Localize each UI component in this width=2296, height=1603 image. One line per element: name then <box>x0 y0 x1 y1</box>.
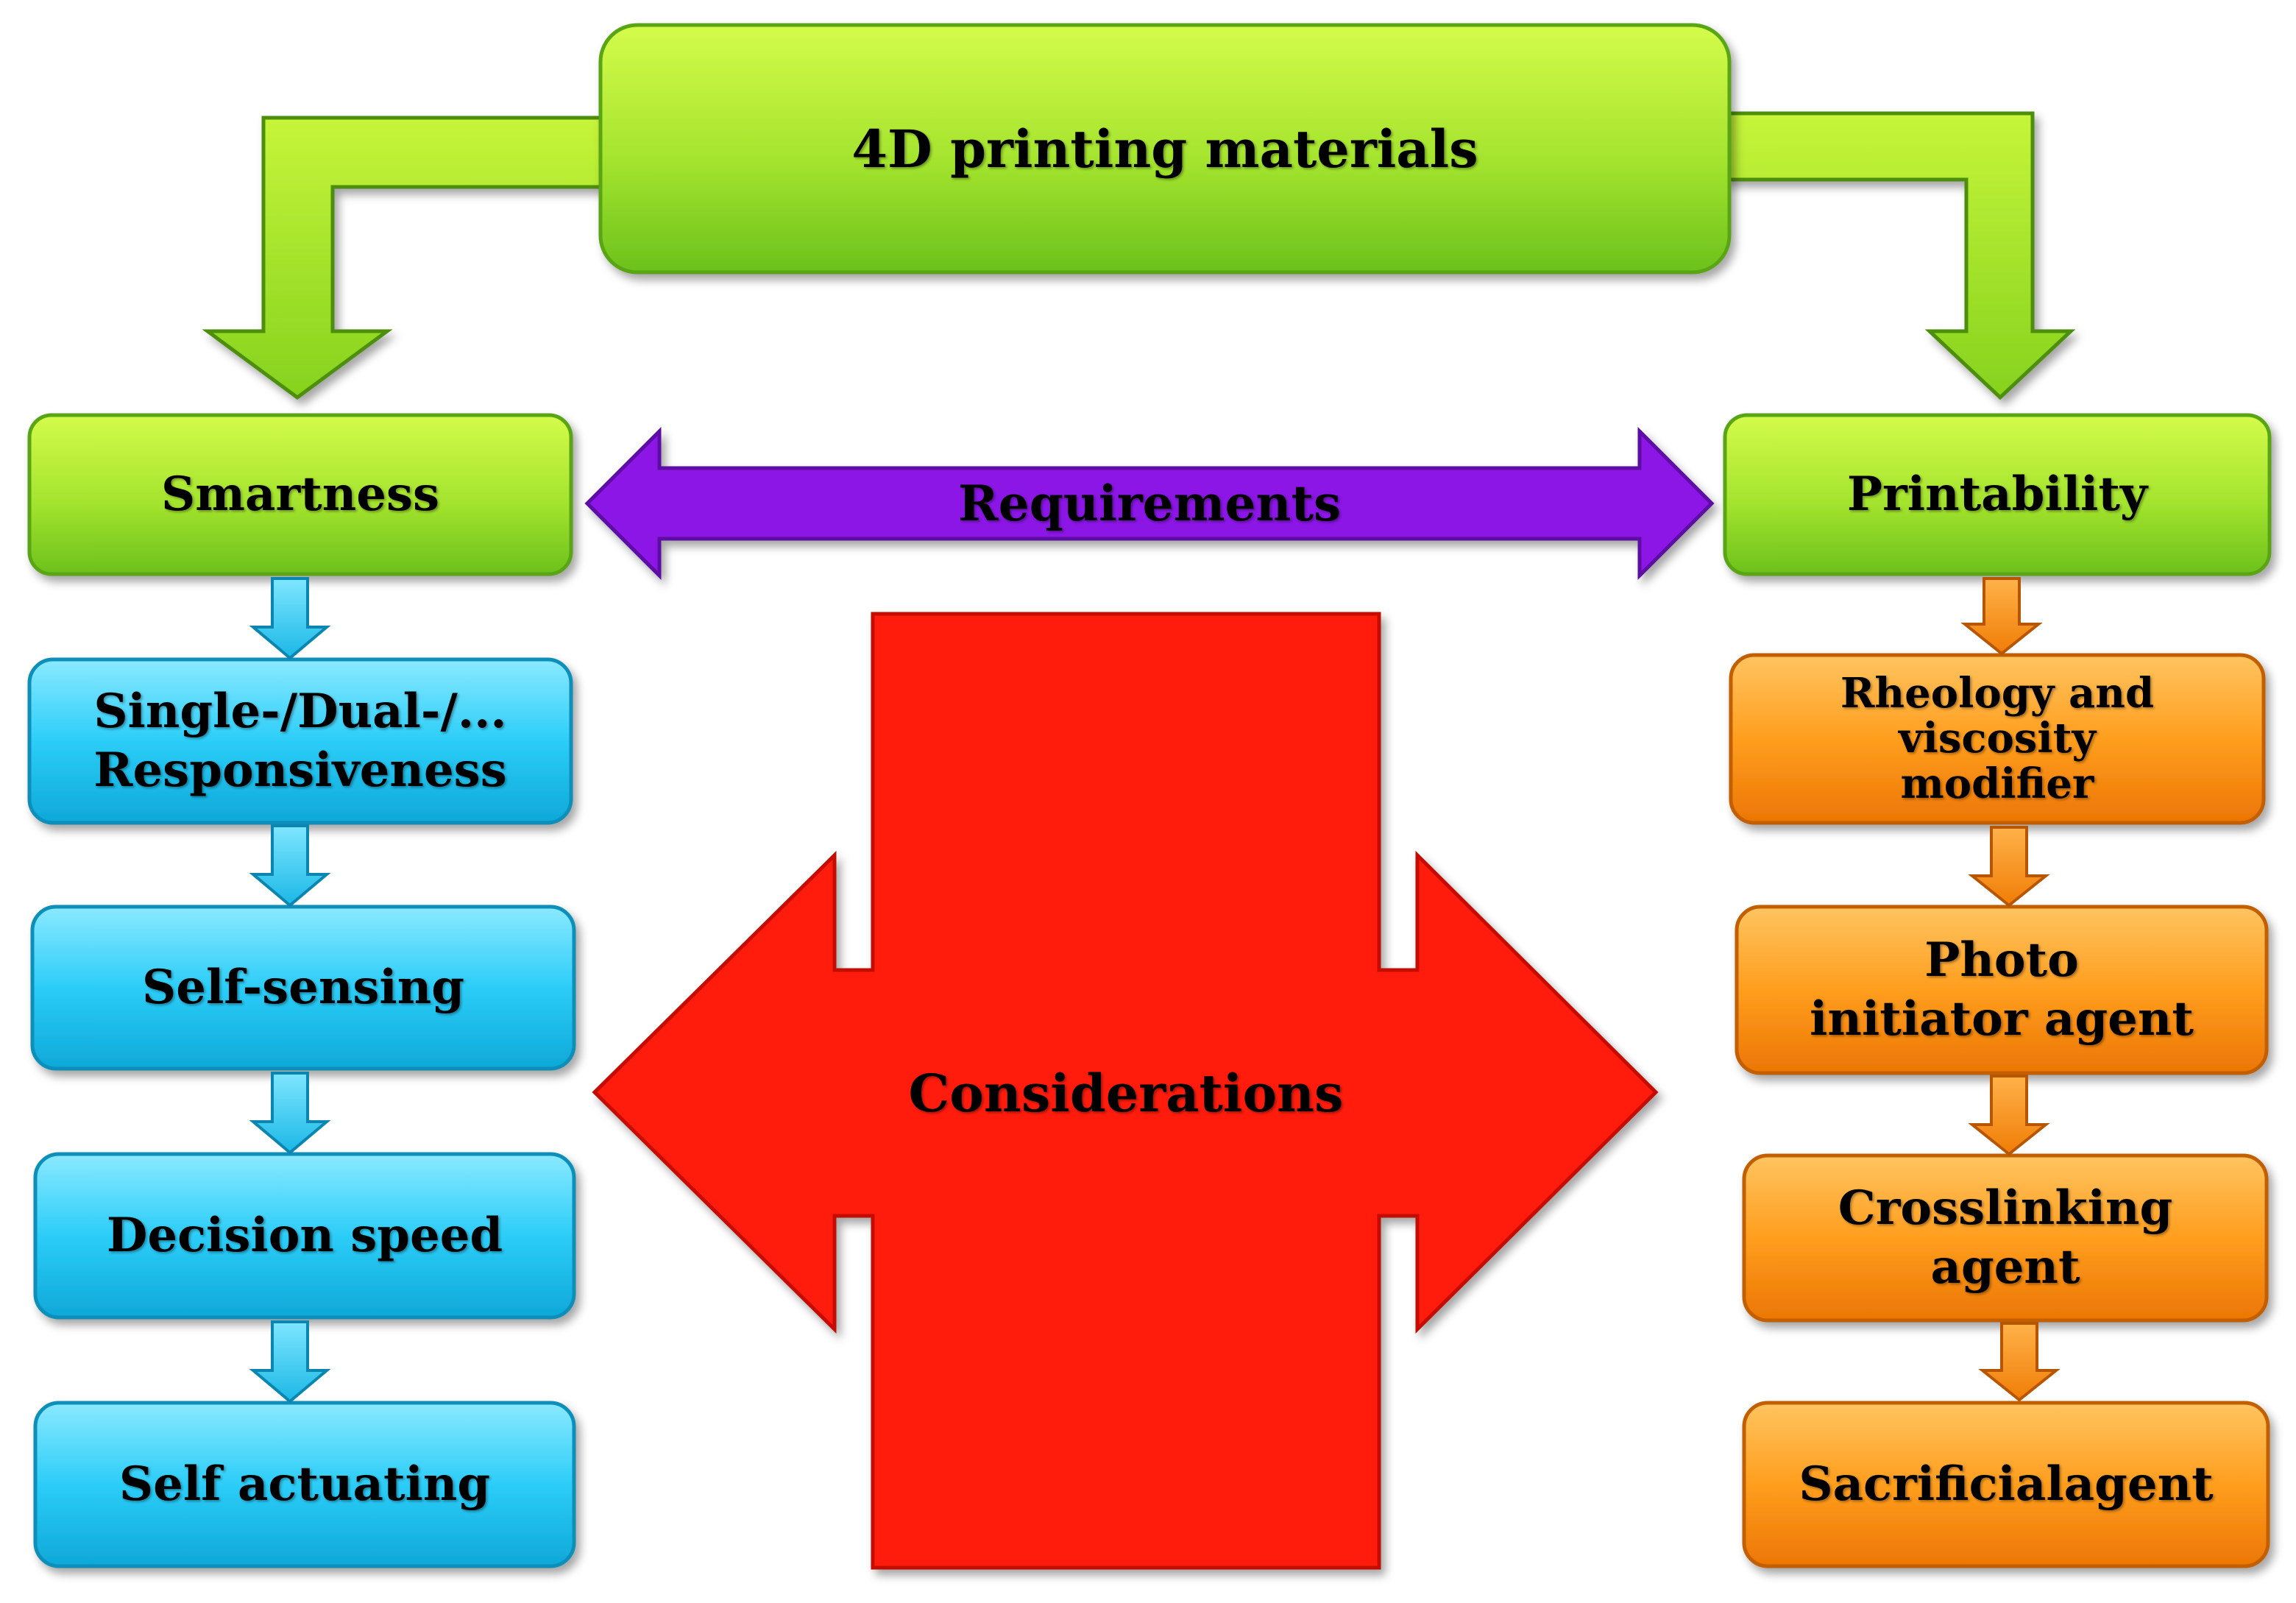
down-arrow-icon <box>249 577 331 660</box>
top-left-bent-arrow <box>202 116 606 400</box>
smartness-box <box>27 413 573 576</box>
left-item-box <box>30 905 576 1071</box>
title-box <box>598 23 1732 275</box>
down-arrow-icon <box>1968 1075 2050 1156</box>
right-item-box <box>1729 653 2266 825</box>
right-item-box <box>1742 1401 2270 1568</box>
down-arrow-icon <box>249 1320 331 1404</box>
down-arrow-icon <box>249 824 331 907</box>
right-column <box>1729 653 2270 1568</box>
left-connector-arrows <box>249 577 331 1404</box>
down-arrow-icon <box>1960 577 2043 656</box>
right-item-box <box>1735 905 2269 1075</box>
down-arrow-icon <box>249 1072 331 1155</box>
left-item-box <box>33 1401 576 1568</box>
left-item-box <box>27 657 573 825</box>
top-right-bent-arrow <box>1723 111 2076 400</box>
requirements-double-arrow <box>584 426 1715 581</box>
left-column <box>27 657 576 1568</box>
printability-box <box>1723 413 2272 576</box>
down-arrow-icon <box>1978 1322 2061 1402</box>
considerations-arrow <box>592 612 1659 1570</box>
down-arrow-icon <box>1968 826 2050 907</box>
left-item-box <box>33 1152 576 1320</box>
right-connector-arrows <box>1960 577 2061 1402</box>
right-item-box <box>1742 1153 2269 1323</box>
